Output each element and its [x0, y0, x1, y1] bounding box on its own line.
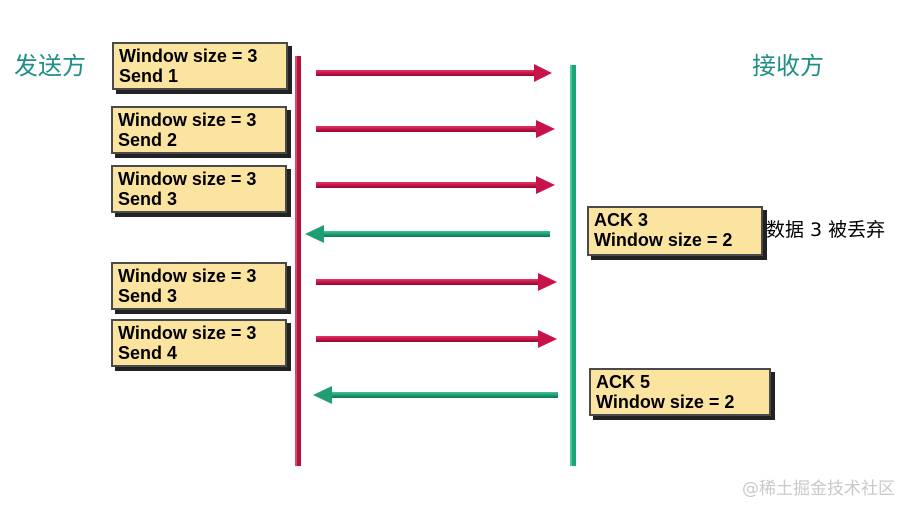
send-text: Send 3 — [118, 286, 178, 306]
sender-timeline — [295, 56, 301, 466]
sender-label: 发送方 — [14, 52, 86, 80]
sender-box: Window size = 3 Send 3 — [111, 165, 287, 213]
sender-box: Window size = 3 Send 4 — [111, 319, 287, 367]
receiver-timeline — [570, 65, 576, 466]
ack-text: ACK 5 — [596, 372, 651, 392]
send-arrow — [316, 64, 552, 82]
send-text: Send 3 — [118, 189, 178, 209]
sender-box: Window size = 3 Send 2 — [111, 106, 287, 154]
window-size-text: Window size = 3 — [118, 323, 257, 343]
send-arrow — [316, 176, 555, 194]
receiver-label: 接收方 — [752, 52, 824, 80]
send-arrow — [316, 330, 557, 348]
send-text: Send 2 — [118, 130, 178, 150]
window-size-text: Window size = 2 — [596, 392, 735, 412]
send-arrow — [316, 120, 555, 138]
ack-arrow — [305, 225, 550, 243]
send-text: Send 4 — [118, 343, 178, 363]
window-size-text: Window size = 2 — [594, 230, 733, 250]
window-size-text: Window size = 3 — [118, 110, 257, 130]
receiver-box: ACK 3 Window size = 2 — [587, 206, 763, 256]
discard-note: 数据 3 被丢弃 — [766, 219, 886, 241]
window-size-text: Window size = 3 — [118, 169, 257, 189]
sender-box: Window size = 3 Send 3 — [111, 262, 287, 310]
ack-arrow — [313, 386, 558, 404]
send-arrow — [316, 273, 557, 291]
receiver-box: ACK 5 Window size = 2 — [589, 368, 771, 416]
send-text: Send 1 — [119, 66, 179, 86]
window-size-text: Window size = 3 — [118, 266, 257, 286]
watermark: @稀土掘金技术社区 — [742, 479, 895, 499]
window-size-text: Window size = 3 — [119, 46, 258, 66]
ack-text: ACK 3 — [594, 210, 649, 230]
sender-box: Window size = 3 Send 1 — [112, 42, 288, 90]
